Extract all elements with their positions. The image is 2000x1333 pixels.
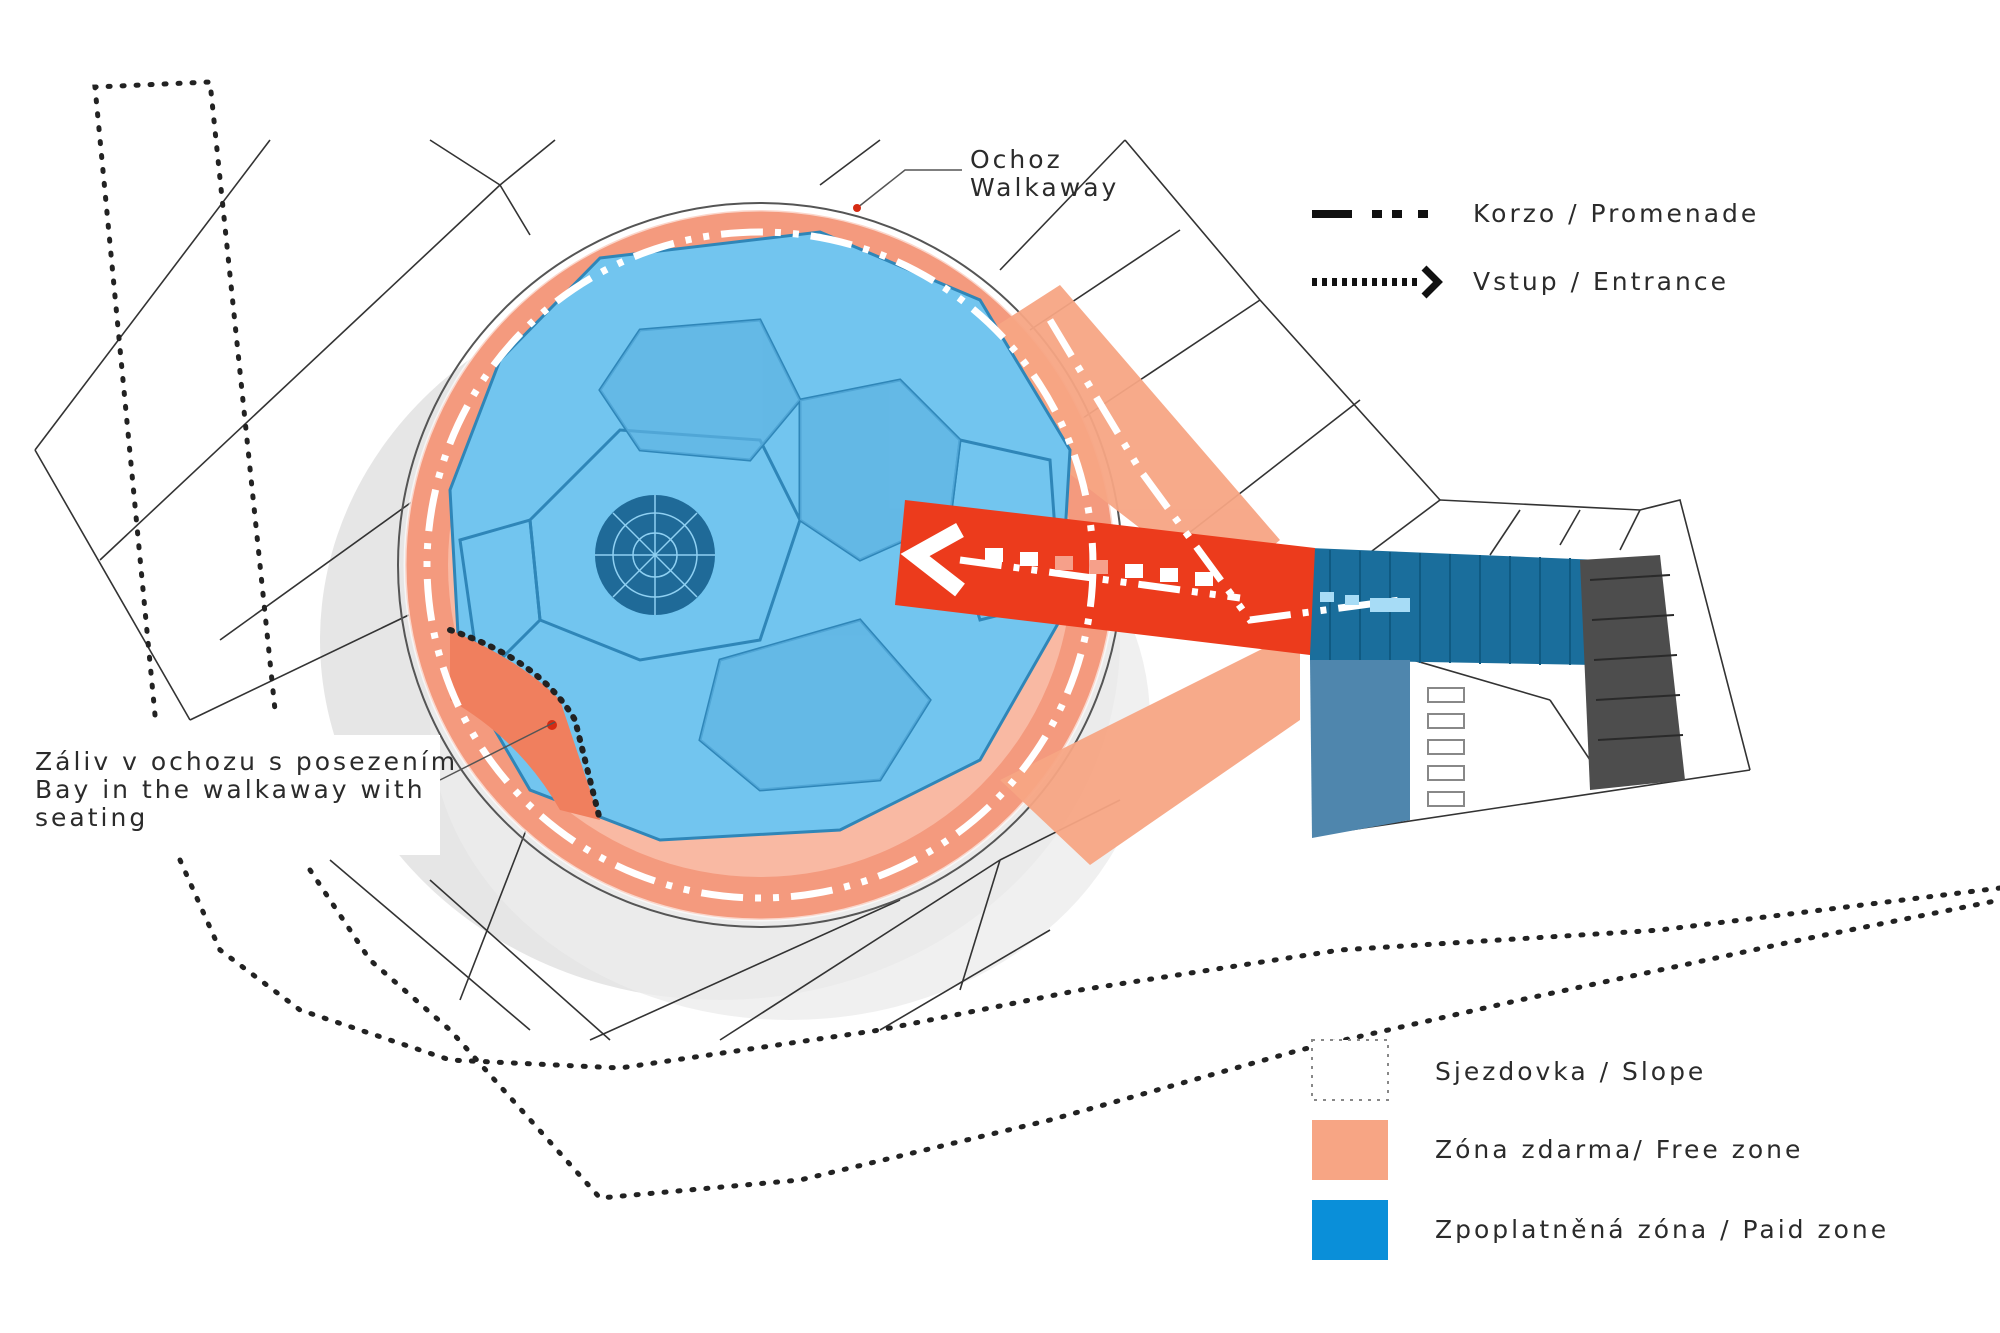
- entrance-legend-label: Vstup / Entrance: [1473, 267, 1729, 296]
- bridge-promenade-marks: [985, 548, 1410, 612]
- bay-callout-box: [20, 735, 440, 855]
- free-zone-wings: [990, 285, 1300, 865]
- walkaway-callout-cz: Ochoz: [970, 145, 1063, 174]
- zone-legend: Sjezdovka / Slope Zóna zdarma/ Free zone…: [1311, 1039, 1889, 1260]
- callout-leaders: [439, 169, 962, 781]
- slope-legend-swatch: [1311, 1039, 1389, 1101]
- free-zone-legend-swatch: [1312, 1120, 1388, 1180]
- geodesic-dome: [448, 230, 1072, 842]
- bay-callout-line3: seating: [35, 803, 148, 832]
- promenade-legend-label: Korzo / Promenade: [1473, 199, 1759, 228]
- paid-zone-annex: [1310, 548, 1685, 838]
- free-zone-legend-label: Zóna zdarma/ Free zone: [1435, 1135, 1803, 1164]
- bay-callout-line2: Bay in the walkaway with: [35, 775, 426, 804]
- slope-legend-label: Sjezdovka / Slope: [1435, 1057, 1706, 1086]
- slope-outlines: [92, 79, 2000, 1201]
- walkaway-callout-dot: [853, 204, 861, 212]
- paid-zone-legend-label: Zpoplatněná zóna / Paid zone: [1435, 1215, 1889, 1244]
- walkaway-callout-en: Walkaway: [970, 173, 1119, 202]
- paid-zone-legend-swatch: [1312, 1200, 1388, 1260]
- line-legend: Korzo / Promenade Vstup / Entrance: [1312, 199, 1759, 299]
- entrance-legend-icon: [1312, 265, 1443, 299]
- bay-callout-line1: Záliv v ochozu s posezením: [35, 747, 458, 776]
